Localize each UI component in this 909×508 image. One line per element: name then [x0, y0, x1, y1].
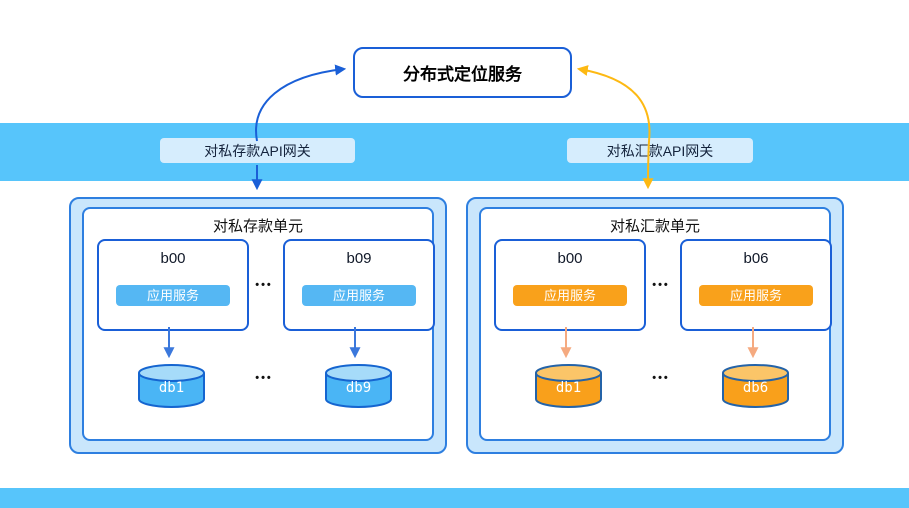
remit-node-b06: b06 应用服务: [680, 239, 832, 331]
deposit-unit-inner: 对私存款单元 b00 应用服务 ••• b09 应用服务 db1 •••: [82, 207, 435, 441]
cylinder-top: [138, 364, 205, 382]
node-name: b00: [557, 250, 583, 267]
cylinder-top: [535, 364, 602, 382]
remit-unit-inner: 对私汇款单元 b00 应用服务 ••• b06 应用服务 db1 •••: [479, 207, 832, 441]
cylinder-shape: [535, 364, 602, 408]
node-ellipsis: •••: [255, 279, 273, 291]
node-name: b00: [160, 250, 186, 267]
db-label: db9: [345, 380, 372, 396]
db-label: db1: [158, 380, 185, 396]
gateway-band: [0, 123, 909, 181]
node-ellipsis: •••: [652, 279, 670, 291]
db-label: db1: [555, 380, 582, 396]
db-cylinder-db9: db9: [324, 363, 393, 409]
remit-node-b00: b00 应用服务: [494, 239, 646, 331]
node-name: b09: [346, 250, 372, 267]
cylinder-top: [722, 364, 789, 382]
app-service-chip: 应用服务: [699, 285, 813, 306]
cylinder-shape: [722, 364, 789, 408]
node-name: b06: [743, 250, 769, 267]
app-service-chip: 应用服务: [513, 285, 627, 306]
deposit-unit-container: 对私存款单元 b00 应用服务 ••• b09 应用服务 db1 •••: [69, 197, 447, 454]
locating-service-label: 分布式定位服务: [403, 65, 522, 84]
remit-unit-title: 对私汇款单元: [609, 218, 700, 235]
deposit-node-b09: b09 应用服务: [283, 239, 435, 331]
db-ellipsis: •••: [255, 372, 273, 384]
cylinder-shape: [138, 364, 205, 408]
cylinder-shape: [325, 364, 392, 408]
deposit-gateway-label: 对私存款API网关: [204, 142, 311, 159]
remit-gateway-label: 对私汇款API网关: [606, 142, 714, 159]
db-ellipsis: •••: [652, 372, 670, 384]
db-cylinder-db1: db1: [137, 363, 206, 409]
cylinder-body: [535, 373, 602, 408]
deposit-node-b00: b00 应用服务: [97, 239, 249, 331]
locating-service-box: 分布式定位服务: [353, 47, 572, 98]
deposit-unit-title: 对私存款单元: [212, 218, 303, 235]
deposit-gateway-chip: 对私存款API网关: [160, 138, 355, 163]
app-service-chip: 应用服务: [116, 285, 230, 306]
db-cylinder-db1: db1: [534, 363, 603, 409]
cylinder-body: [138, 373, 205, 408]
db-cylinder-db6: db6: [721, 363, 790, 409]
db-label: db6: [742, 380, 769, 396]
cylinder-body: [325, 373, 392, 408]
bottom-band: [0, 488, 909, 508]
remit-gateway-chip: 对私汇款API网关: [567, 138, 753, 163]
remit-unit-container: 对私汇款单元 b00 应用服务 ••• b06 应用服务 db1 •••: [466, 197, 844, 454]
cylinder-top: [325, 364, 392, 382]
cylinder-body: [722, 373, 789, 408]
app-service-chip: 应用服务: [302, 285, 416, 306]
